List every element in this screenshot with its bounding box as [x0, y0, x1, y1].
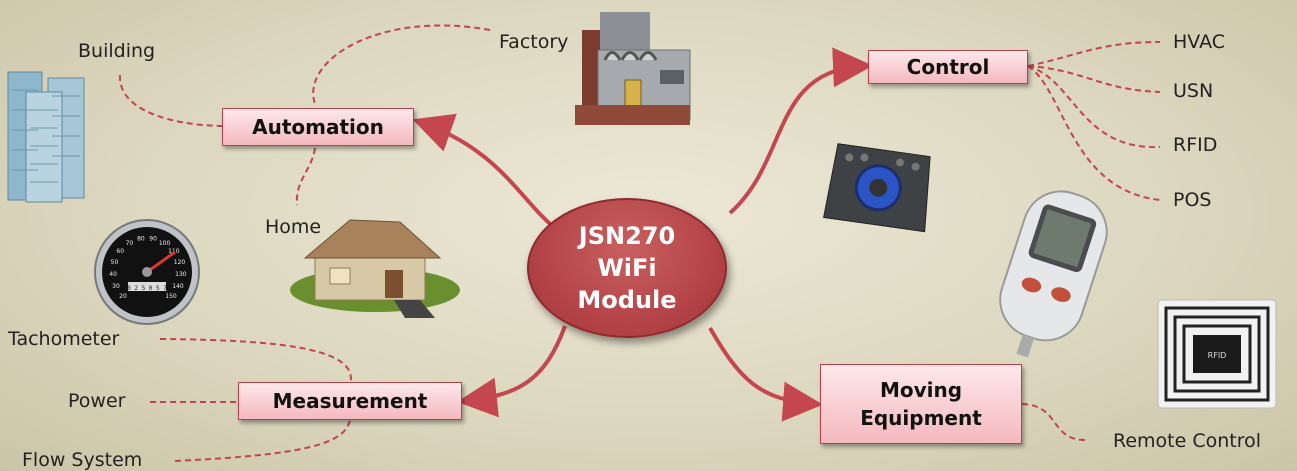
remote-control-connector: [1021, 403, 1086, 441]
speedometer-tick-label: 40: [109, 271, 117, 278]
hub-to-automation-arrow: [412, 113, 557, 230]
leaf-rfid: RFID: [1173, 134, 1218, 156]
leaf-power: Power: [68, 390, 126, 412]
flow-system-connector: [174, 419, 351, 462]
moving-equipment-line-1: Moving: [879, 378, 963, 402]
moving-equipment-line-2: Equipment: [860, 406, 982, 430]
leaf-tachometer: Tachometer: [8, 328, 120, 350]
hub-line-1: JSN270: [578, 222, 676, 250]
speedometer-tick-label: 30: [112, 283, 120, 290]
leaf-home: Home: [265, 216, 322, 238]
factory-icon: [575, 12, 691, 125]
home-connector: [295, 147, 316, 206]
leaf-remote-control: Remote Control: [1113, 430, 1262, 452]
tv-remote-icon: [823, 143, 931, 233]
hub-to-control-arrow: [728, 47, 873, 215]
speedometer-tick-label: 60: [116, 248, 124, 255]
leaf-building: Building: [78, 40, 156, 62]
factory-connector: [312, 24, 491, 105]
leaf-factory: Factory: [499, 31, 569, 53]
house-icon: [290, 219, 460, 318]
speedometer-odometer: 0 2 5 0 5 7: [127, 285, 167, 292]
speedometer-icon: 2030405060708090100110120130140150 0 2 5…: [94, 219, 200, 325]
rfid-connector: [1027, 65, 1161, 149]
leaf-pos: POS: [1173, 189, 1212, 211]
control-node: Control: [868, 50, 1028, 84]
speedometer-tick-label: 20: [119, 293, 127, 300]
building-icon: [7, 71, 85, 203]
leaf-usn: USN: [1173, 80, 1214, 102]
tachometer-connector: [159, 338, 352, 386]
leaf-flow-system: Flow System: [22, 449, 143, 471]
speedometer-tick-label: 120: [174, 259, 186, 266]
handheld-device-icon: [999, 190, 1108, 358]
speedometer-tick-label: 140: [172, 283, 184, 290]
hub-to-measurement-arrow: [457, 325, 567, 418]
hub-node: JSN270 WiFi Module: [527, 198, 727, 338]
measurement-node: Measurement: [238, 382, 462, 420]
rfid-tag-icon: RFID: [1157, 299, 1277, 409]
moving-equipment-node: Moving Equipment: [820, 364, 1022, 444]
speedometer-tick-label: 100: [159, 240, 171, 247]
leaf-hvac: HVAC: [1173, 31, 1225, 53]
speedometer-tick-label: 80: [137, 236, 145, 243]
automation-node: Automation: [222, 108, 414, 146]
hvac-connector: [1027, 41, 1161, 67]
speedometer-tick-label: 70: [126, 240, 134, 247]
rfid-tag-label: RFID: [1208, 351, 1227, 360]
pos-connector: [1027, 65, 1161, 201]
hub-to-moving-equipment-arrow: [708, 327, 823, 422]
speedometer-tick-label: 90: [149, 236, 157, 243]
speedometer-tick-label: 130: [175, 271, 187, 278]
speedometer-tick-label: 150: [165, 293, 177, 300]
hub-line-3: Module: [577, 286, 677, 314]
hub-line-2: WiFi: [597, 254, 657, 282]
speedometer-tick-label: 50: [111, 259, 119, 266]
building-connector: [118, 74, 223, 127]
